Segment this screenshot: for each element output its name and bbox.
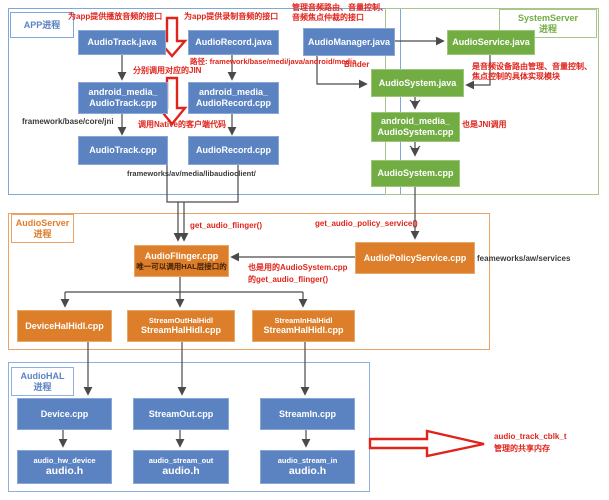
annotation-media-path: 路径: framework/base/medi/java/android/med… (190, 57, 357, 66)
node-streamin-cpp: StreamIn.cpp (260, 398, 355, 430)
annotation-get-audio-policy-service: get_audio_policy_service() (315, 219, 418, 228)
node-audio-stream-in-audioh: audio_stream_in audio.h (260, 450, 355, 484)
annotation-binder: Binder (344, 60, 370, 69)
node-audiosystem-cpp: AudioSystem.cpp (371, 160, 460, 187)
annotation-play-api: 为app提供播放音频的接口 (68, 12, 163, 21)
node-devicehalhidl-cpp: DeviceHalHidl.cpp (17, 310, 112, 342)
node-audioflinger-cpp: AudioFlinger.cpp 唯一可以调用HAL层接口的 (134, 245, 229, 277)
annotation-audioservice-desc: 是音频设备路由管理、音量控制、焦点控制的具体实现模块 (472, 62, 592, 81)
arrow-audiomanager-to-audiosystemjava (316, 54, 368, 89)
node-streaminhalhidl-cpp: StreamInHalHidl StreamHalHidl.cpp (252, 310, 355, 342)
annotation-jni-path: framework/base/core/jni (22, 117, 114, 126)
app-process-section (8, 8, 401, 195)
node-android-media-audiosystem-cpp: android_media_ AudioSystem.cpp (371, 112, 460, 142)
annotation-native-call: 调用Native的客户端代码 (138, 120, 227, 129)
app-process-label: APP进程 (10, 12, 74, 38)
node-audiotrack-cpp: AudioTrack.cpp (78, 136, 168, 165)
node-audiorecord-cpp: AudioRecord.cpp (188, 136, 279, 165)
node-audiorecord-java: AudioRecord.java (188, 30, 279, 55)
red-right-arrow-icon (368, 429, 485, 458)
node-audio-stream-out-audioh: audio_stream_out audio.h (133, 450, 229, 484)
audioserver-process-label: AudioServer 进程 (11, 214, 74, 243)
annotation-shared-mem-line2: 管理的共享内存 (494, 444, 550, 453)
annotation-jni-call: 分别调用对应的JIN (133, 66, 202, 75)
annotation-libaudioclient-path: frameworks/av/media/libaudioclient/ (127, 169, 256, 178)
annotation-get-audio-flinger: get_audio_flinger() (190, 221, 263, 230)
audioserver-process-section (8, 213, 490, 350)
annotation-record-api: 为app提供录制音频的接口 (184, 12, 279, 21)
systemserver-process-label: SystemServer 进程 (499, 9, 597, 38)
annotation-manager-api: 管理音频路由、音量控制、音频焦点仲裁的接口 (292, 3, 388, 22)
annotation-also-jni: 也是JNI调用 (462, 120, 507, 129)
audioflinger-fanout-line (65, 275, 303, 293)
client-merge-bracket (166, 163, 239, 203)
audiohal-process-section (8, 362, 370, 492)
audiohal-process-label: AudioHAL 进程 (11, 367, 74, 396)
arrow-audioservice-to-audiosystemjava (465, 53, 491, 90)
node-audiosystem-java: AudioSystem.java (371, 69, 464, 97)
node-audiomanager-java: AudioManager.java (303, 28, 395, 56)
node-audioservice-java: AudioService.java (447, 30, 535, 55)
node-audiotrack-java: AudioTrack.java (78, 30, 166, 55)
annotation-services-path: feameworks/aw/services (477, 254, 571, 263)
node-streamout-cpp: StreamOut.cpp (133, 398, 229, 430)
node-device-cpp: Device.cpp (17, 398, 112, 430)
annotation-also-uses-line1: 也是用的AudioSystem.cpp (248, 263, 348, 272)
annotation-shared-mem-line1: audio_track_cblk_t (494, 432, 567, 441)
node-audio-hw-device-audioh: audio_hw_device audio.h (17, 450, 112, 484)
node-android-media-audiotrack-cpp: android_media_ AudioTrack.cpp (78, 82, 168, 114)
node-streamouthalhidl-cpp: StreamOutHalHidl StreamHalHidl.cpp (127, 310, 235, 342)
systemserver-process-section (385, 8, 599, 195)
double-chevron-icon (409, 99, 421, 106)
annotation-also-uses-line2: 的get_audio_flinger() (248, 275, 329, 284)
double-chevron-icon (409, 145, 421, 152)
node-audiopolicyservice-cpp: AudioPolicyService.cpp (355, 242, 475, 274)
node-android-media-audiorecord-cpp: android_media_ AudioRecord.cpp (188, 82, 279, 114)
